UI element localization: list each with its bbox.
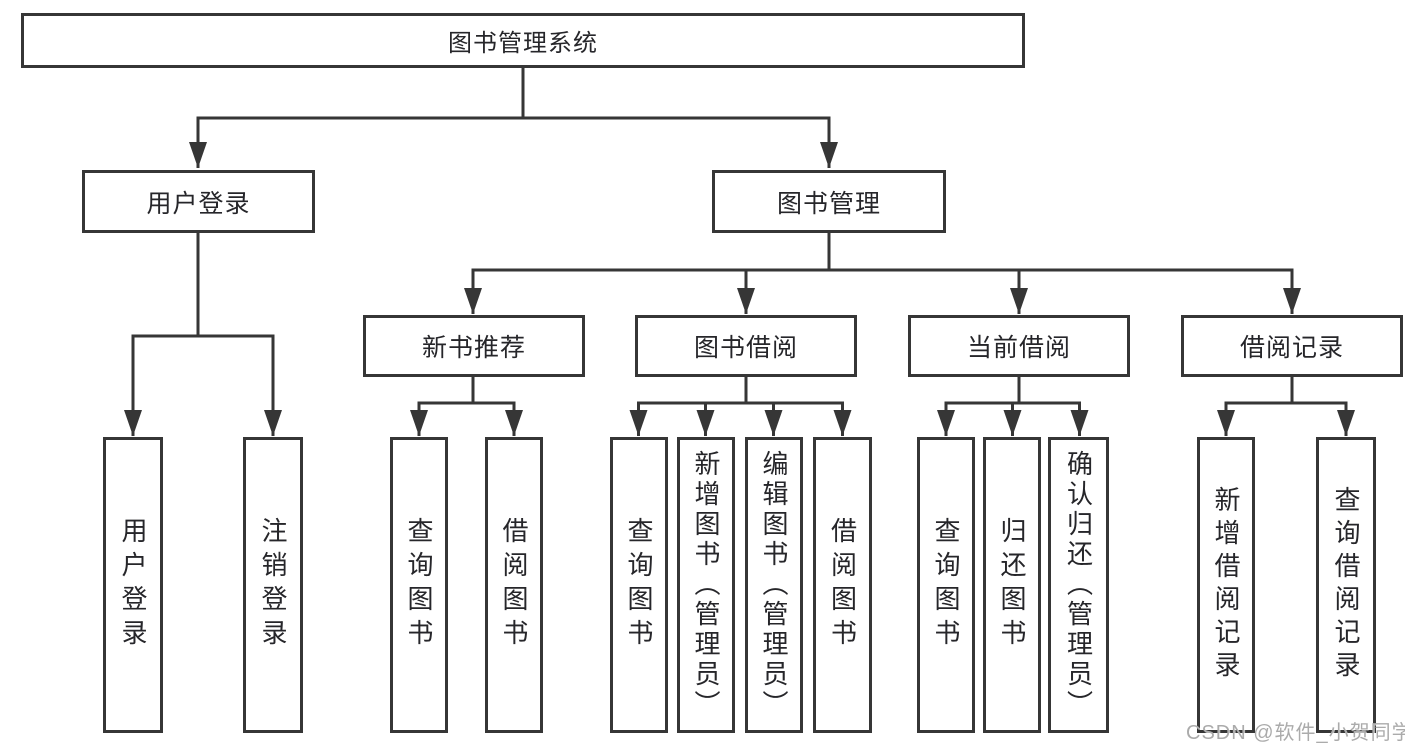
- leaf-borrow-book-1: 借阅图书: [485, 437, 543, 733]
- leaf-add-borrow-record: 新增借阅记录: [1197, 437, 1255, 733]
- csdn-watermark: CSDN @软件_小贺同学: [1186, 722, 1405, 744]
- leaf-return-book: 归还图书: [983, 437, 1041, 733]
- node-book-management: 图书管理: [712, 170, 946, 233]
- node-user-login: 用户登录: [82, 170, 315, 233]
- leaf-logout: 注销登录: [243, 437, 303, 733]
- leaf-label: 归还图书: [997, 517, 1027, 653]
- leaf-label: 借阅图书: [827, 517, 858, 653]
- leaf-label: 新增借阅记录: [1211, 486, 1241, 684]
- leaf-query-book-2: 查询图书: [610, 437, 668, 733]
- leaf-label: 新增图书（管理员）: [691, 450, 721, 720]
- leaf-query-book-1: 查询图书: [390, 437, 448, 733]
- leaf-label: 注销登录: [258, 517, 288, 653]
- node-borrow-record: 借阅记录: [1181, 315, 1403, 377]
- leaf-query-borrow-record: 查询借阅记录: [1316, 437, 1376, 733]
- node-book-borrow: 图书借阅: [635, 315, 857, 377]
- leaf-label: 查询借阅记录: [1331, 486, 1361, 684]
- leaf-label: 确认归还（管理员）: [1063, 450, 1094, 720]
- leaf-edit-book-admin: 编辑图书（管理员）: [745, 437, 803, 733]
- leaf-user-login: 用户登录: [103, 437, 163, 733]
- leaf-confirm-return-admin: 确认归还（管理员）: [1048, 437, 1109, 733]
- leaf-borrow-book-2: 借阅图书: [813, 437, 872, 733]
- leaf-label: 查询图书: [624, 517, 654, 653]
- leaf-label: 查询图书: [404, 517, 434, 653]
- leaf-label: 用户登录: [118, 517, 148, 653]
- node-current-borrow: 当前借阅: [908, 315, 1130, 377]
- node-library-system: 图书管理系统: [21, 13, 1025, 68]
- leaf-query-book-3: 查询图书: [917, 437, 975, 733]
- leaf-add-book-admin: 新增图书（管理员）: [677, 437, 735, 733]
- leaf-label: 借阅图书: [499, 517, 529, 653]
- node-new-book-recommend: 新书推荐: [363, 315, 585, 377]
- leaf-label: 查询图书: [931, 517, 961, 653]
- leaf-label: 编辑图书（管理员）: [759, 450, 789, 720]
